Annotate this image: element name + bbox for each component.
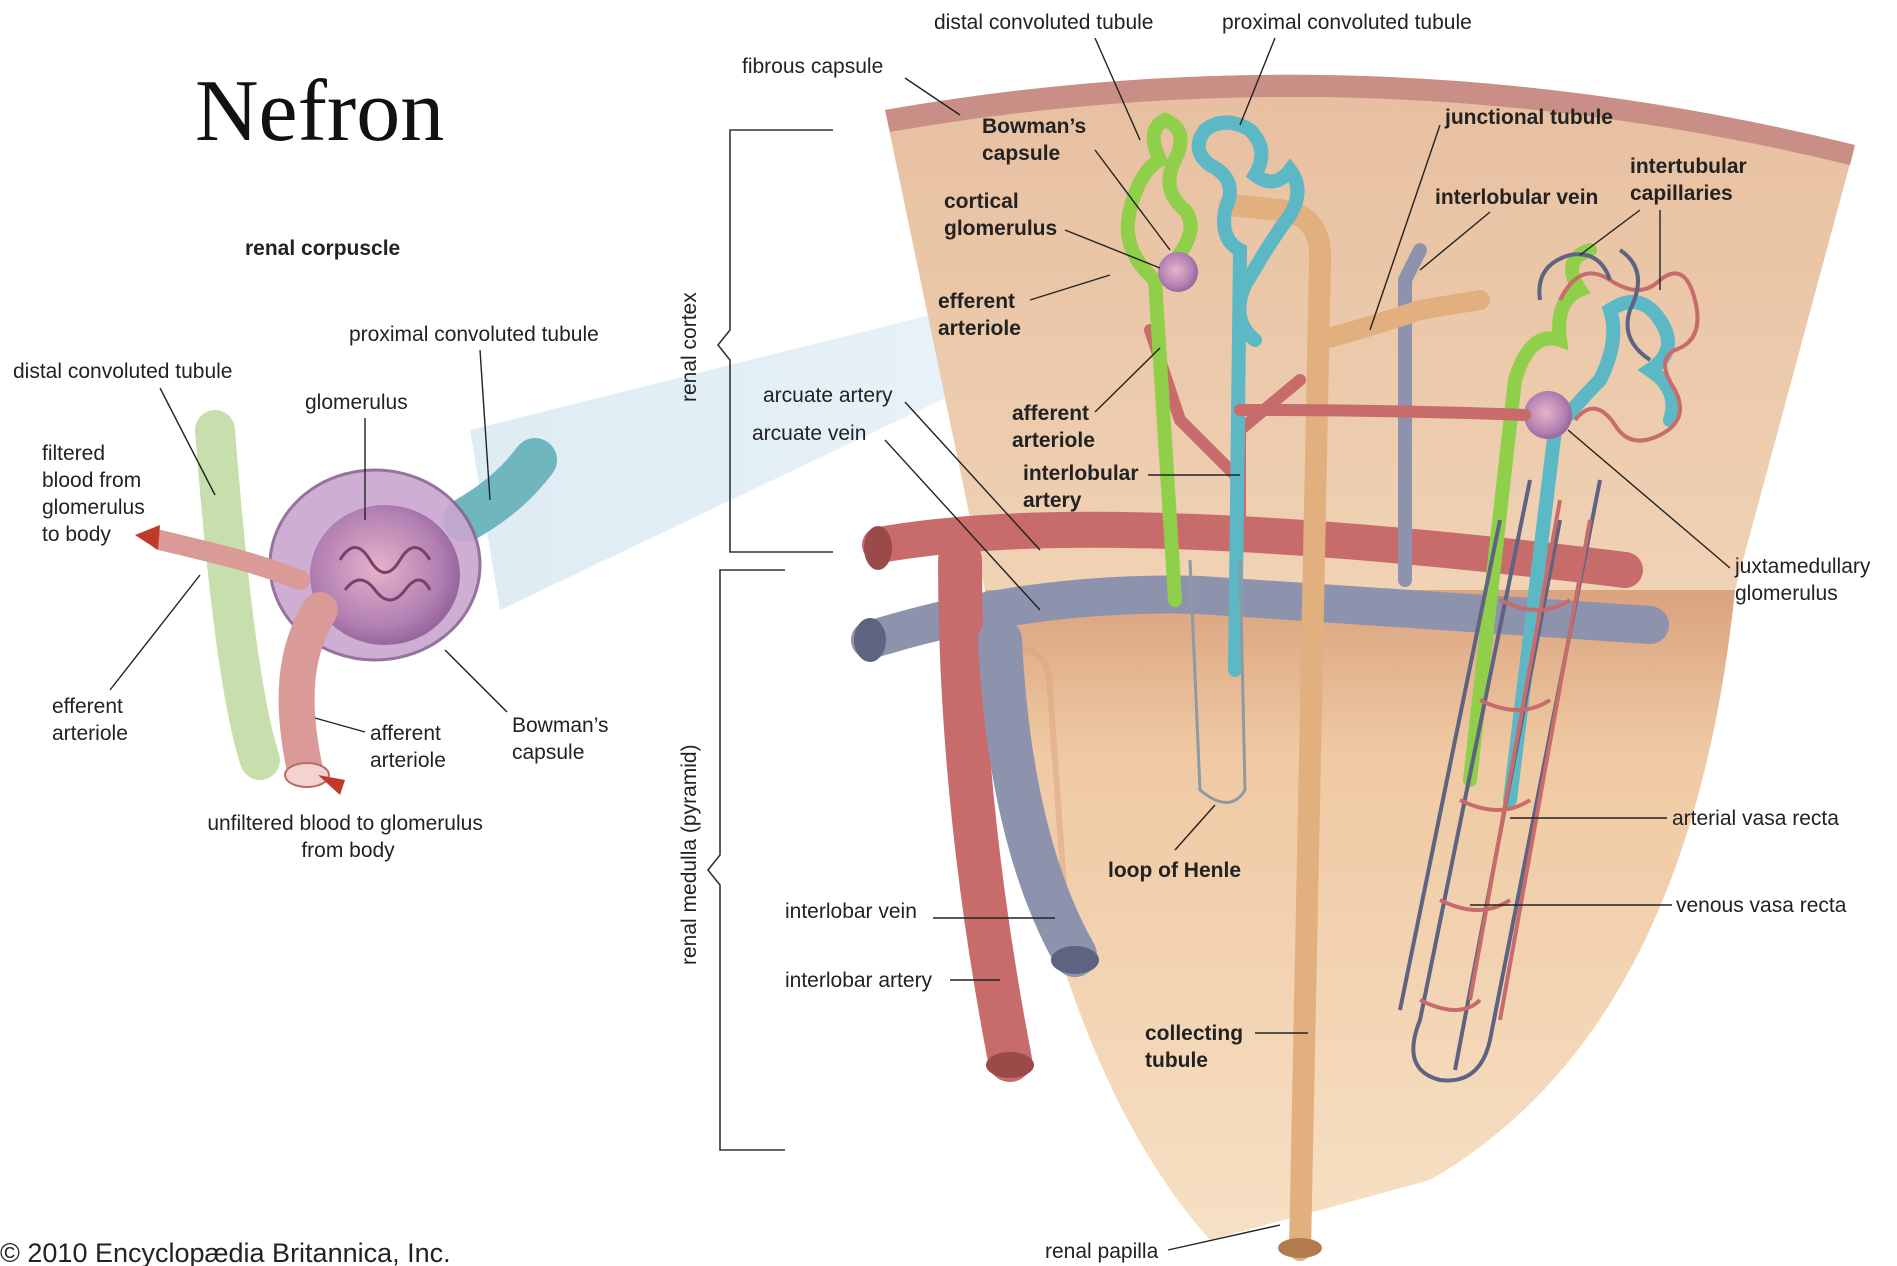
juxtamedullary-glomerulus bbox=[1524, 391, 1572, 439]
afferent-flow-arrow bbox=[318, 775, 345, 795]
corpuscle-label-efferent: efferent arteriole bbox=[52, 695, 129, 745]
label-junctional-tubule: junctional tubule bbox=[1444, 106, 1613, 129]
label-arcuate-artery: arcuate artery bbox=[763, 384, 893, 407]
label-renal-medulla: renal medulla (pyramid) bbox=[678, 744, 701, 965]
corpuscle-label-afferent: afferent arteriole bbox=[370, 722, 447, 772]
label-renal-cortex: renal cortex bbox=[678, 292, 701, 402]
corpuscle-afferent-arteriole bbox=[297, 610, 320, 770]
corpuscle-heading: renal corpuscle bbox=[245, 237, 400, 260]
cortical-glomerulus bbox=[1158, 252, 1198, 292]
corpuscle-label-glomerulus: glomerulus bbox=[305, 391, 408, 414]
label-loop-of-henle: loop of Henle bbox=[1108, 859, 1241, 882]
corpuscle-label-proximal: proximal convoluted tubule bbox=[349, 323, 599, 346]
corpuscle-label-filtered-blood: filtered blood from glomerulus to body bbox=[42, 442, 151, 546]
label-fibrous-capsule: fibrous capsule bbox=[742, 55, 883, 78]
renal-medulla-bracket bbox=[708, 570, 785, 1150]
efferent-flow-arrow bbox=[135, 525, 160, 550]
copyright-notice: © 2010 Encyclopædia Britannica, Inc. bbox=[0, 1238, 451, 1266]
label-venous-vasa-recta: venous vasa recta bbox=[1676, 894, 1847, 917]
label-interlobar-artery: interlobar artery bbox=[785, 969, 933, 992]
label-arcuate-vein: arcuate vein bbox=[752, 422, 866, 445]
corpuscle-label-bowmans: Bowman’s capsule bbox=[512, 714, 614, 764]
label-renal-papilla: renal papilla bbox=[1045, 1240, 1159, 1263]
corpuscle-label-distal: distal convoluted tubule bbox=[13, 360, 233, 383]
label-proximal-convoluted-tubule: proximal convoluted tubule bbox=[1222, 11, 1472, 34]
label-juxtamedullary-glomerulus: juxtamedullary glomerulus bbox=[1734, 555, 1876, 605]
renal-medulla-region bbox=[985, 590, 1735, 1240]
label-interlobular-vein: interlobular vein bbox=[1435, 186, 1598, 209]
label-arterial-vasa-recta: arterial vasa recta bbox=[1672, 807, 1839, 830]
label-distal-convoluted-tubule: distal convoluted tubule bbox=[934, 11, 1154, 34]
page-title: Nefron bbox=[195, 63, 444, 160]
corpuscle-distal-tubule bbox=[215, 430, 260, 760]
corpuscle-label-unfiltered: unfiltered blood to glomerulus from body bbox=[207, 812, 488, 862]
label-interlobar-vein: interlobar vein bbox=[785, 900, 917, 923]
